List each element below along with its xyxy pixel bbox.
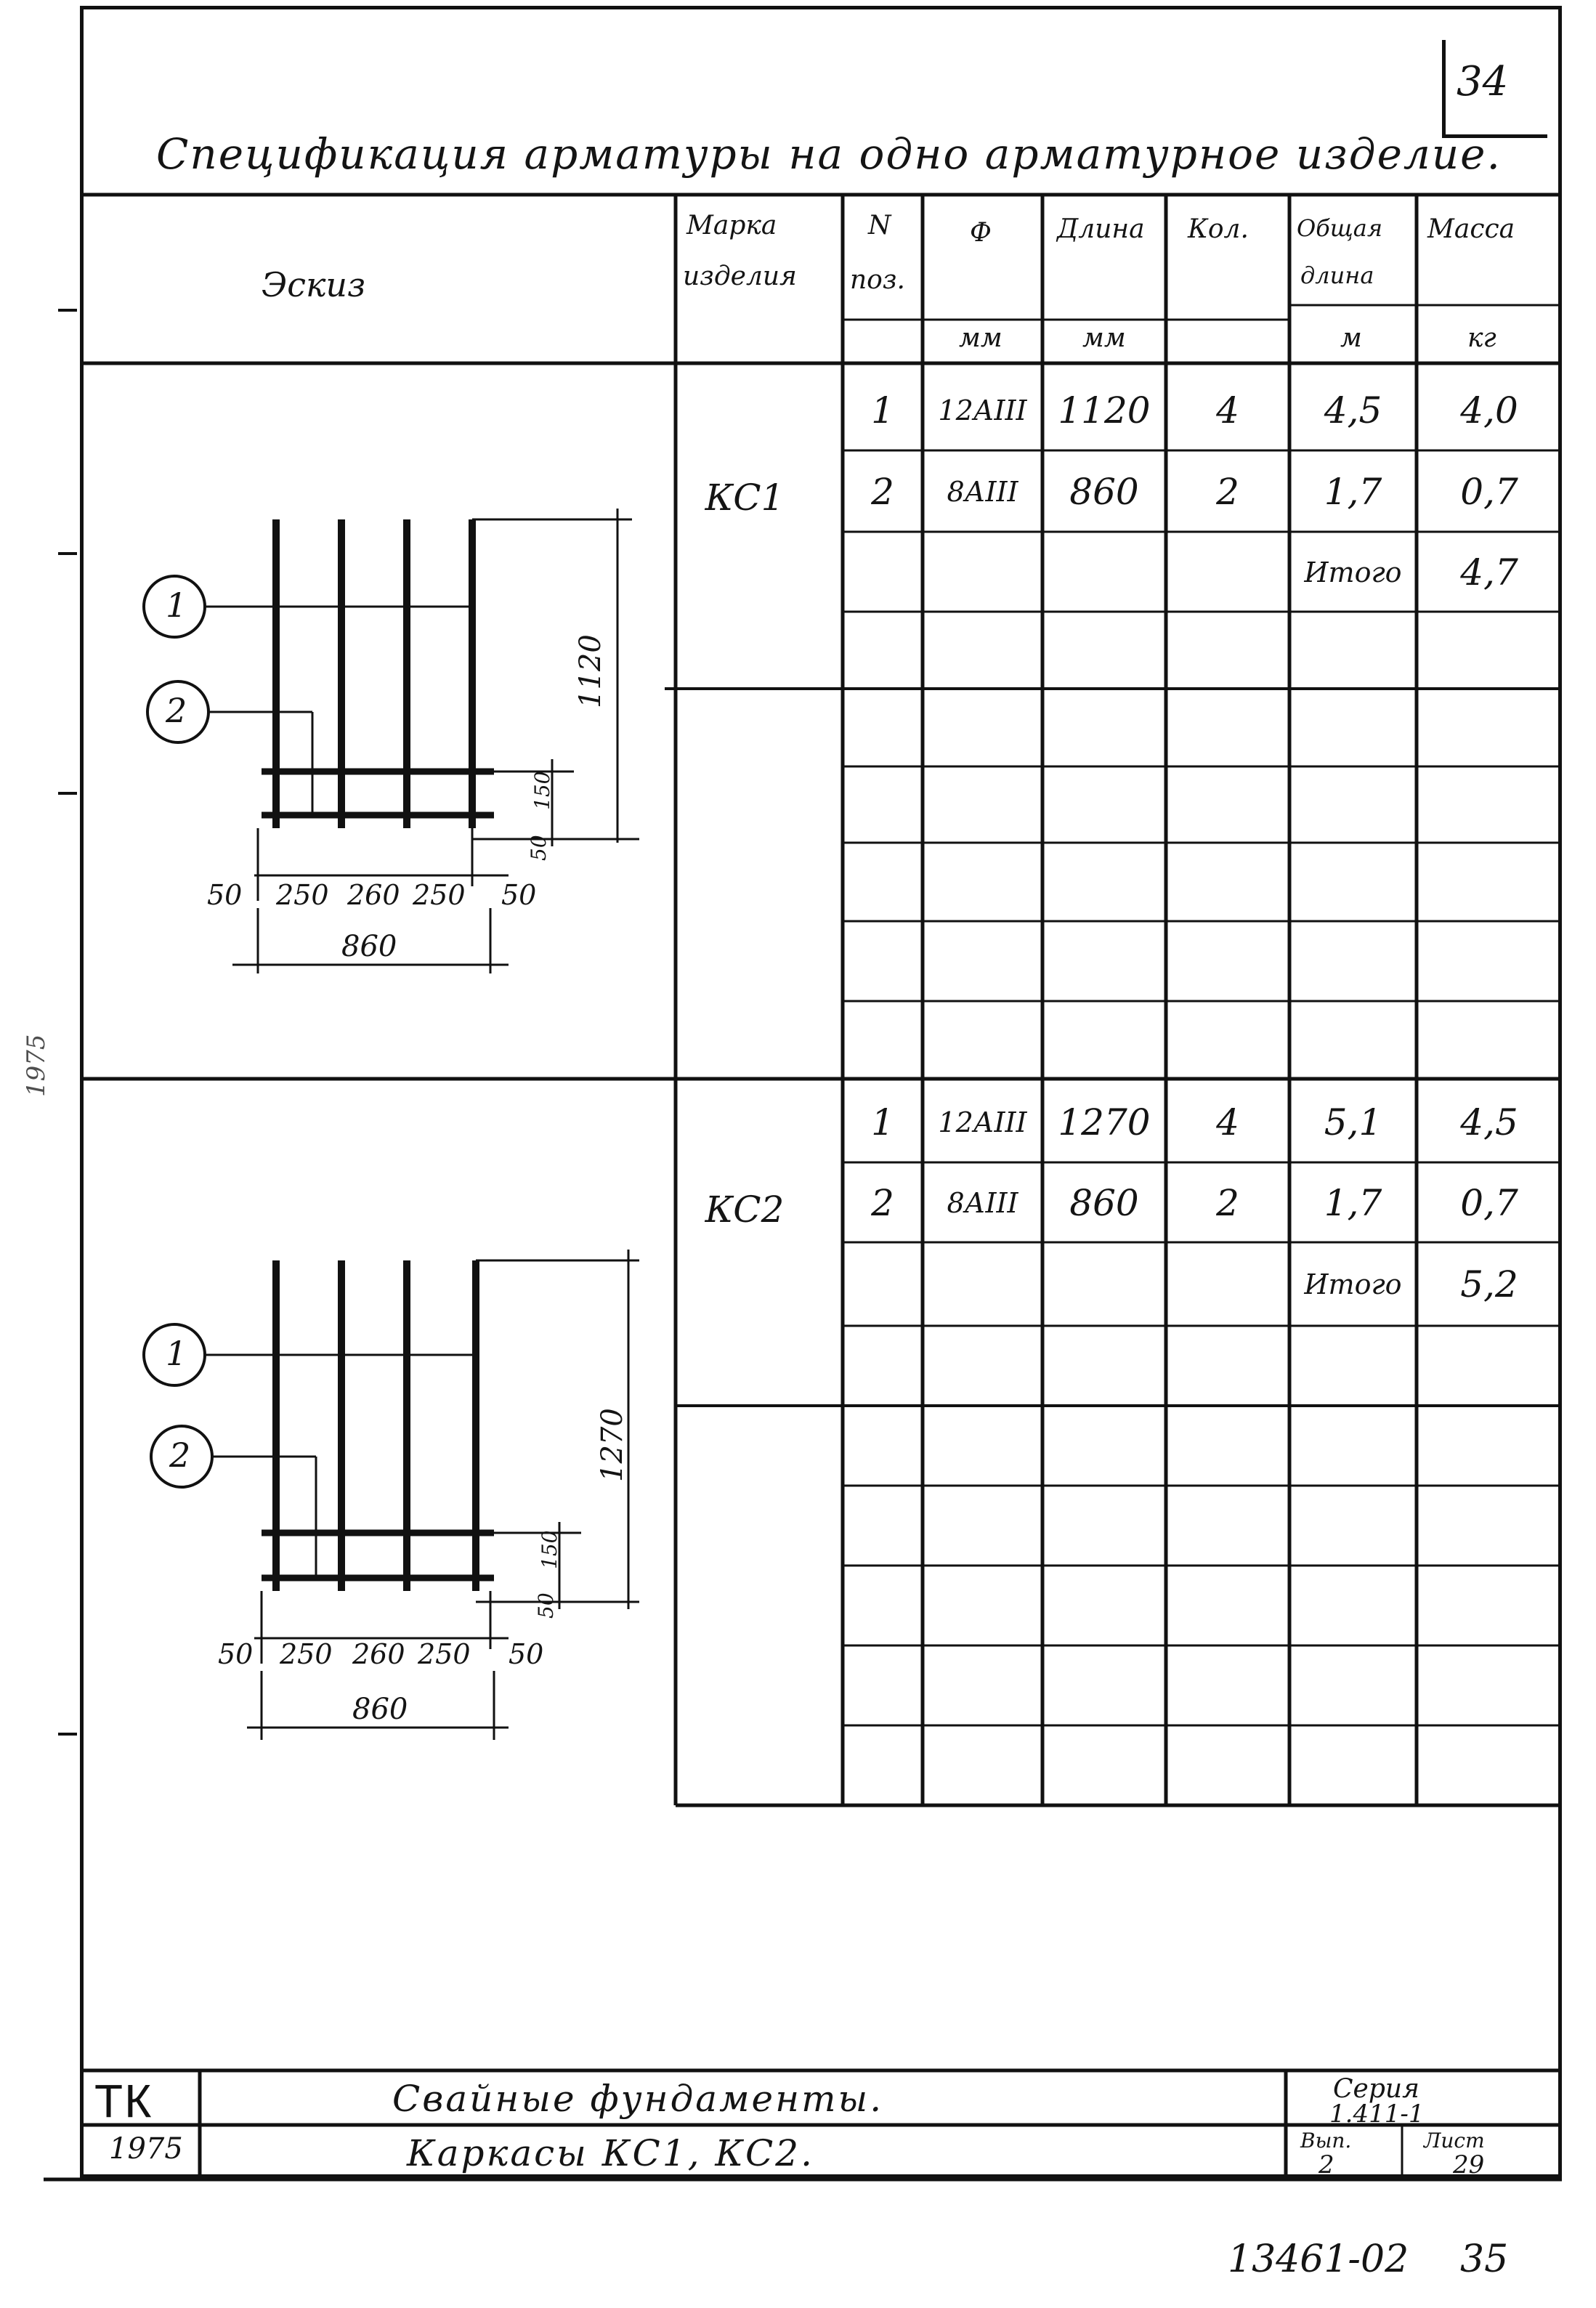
header-pos-1: N [868, 211, 891, 240]
row-total-length: 1,7 [1324, 471, 1382, 513]
row-pos: 1 [871, 1101, 894, 1143]
series-value: 1.411-1 [1329, 2100, 1425, 2129]
header-mark-2: изделия [683, 262, 797, 291]
row-diameter: 8АIII [947, 476, 1018, 508]
row-length: 1120 [1058, 389, 1151, 432]
dim-v1: 150 [530, 771, 554, 810]
header-pos-2: поз. [850, 265, 905, 295]
row-pos: 2 [871, 1182, 894, 1224]
header-diameter-unit: мм [959, 323, 1002, 353]
total-mass: 4,7 [1460, 551, 1518, 594]
header-total-2: длина [1300, 262, 1374, 289]
header-length-unit: мм [1082, 323, 1126, 353]
dim-height: 1120 [574, 634, 607, 708]
dim-d5: 50 [509, 1638, 544, 1670]
row-quantity: 4 [1216, 1101, 1239, 1143]
row-length: 860 [1069, 471, 1139, 513]
dim-d2: 250 [276, 879, 329, 911]
total-label: Итого [1304, 1268, 1402, 1300]
dim-d5: 50 [501, 879, 537, 911]
issue-label: Вып. [1300, 2129, 1352, 2153]
row-length: 1270 [1058, 1101, 1151, 1143]
header-total-unit: м [1340, 323, 1362, 353]
margin-tick [58, 309, 77, 312]
issue-value: 2 [1318, 2150, 1334, 2179]
dim-d1: 50 [207, 879, 243, 911]
dim-width: 860 [352, 1693, 408, 1726]
row-pos: 1 [871, 389, 894, 432]
row-total-length: 4,5 [1324, 389, 1382, 432]
sheet-number-box [1442, 40, 1547, 138]
row-mass: 0,7 [1460, 1182, 1518, 1224]
row-mass: 0,7 [1460, 471, 1518, 513]
cage-kc1-drawing [142, 509, 639, 973]
total-label: Итого [1304, 556, 1402, 588]
sheet-value: 29 [1453, 2150, 1485, 2179]
dim-d4: 250 [418, 1638, 471, 1670]
header-diameter: Ф [970, 218, 992, 248]
margin-tick [58, 1733, 77, 1736]
mark-kc2: КС2 [705, 1189, 785, 1231]
header-quantity: Кол. [1188, 214, 1249, 244]
cage-kc2-drawing [142, 1250, 639, 1740]
series-label: Серия [1333, 2074, 1419, 2104]
margin-tick [58, 552, 77, 555]
dim-d4: 250 [413, 879, 466, 911]
drawing-title-line2: Каркасы КС1, КС2. [407, 2132, 815, 2174]
dim-d1: 50 [218, 1638, 254, 1670]
dim-d2: 250 [280, 1638, 333, 1670]
row-total-length: 5,1 [1324, 1101, 1382, 1143]
callout-1: 1 [166, 586, 187, 625]
row-quantity: 4 [1216, 389, 1239, 432]
callout-1: 1 [166, 1334, 187, 1373]
header-mass-unit: кг [1467, 323, 1496, 353]
header-sketch: Эскиз [262, 265, 366, 304]
sheet-number: 34 [1457, 58, 1509, 105]
archive-code: 13461-02 [1228, 2238, 1409, 2281]
archive-page: 35 [1460, 2238, 1509, 2281]
margin-tick [58, 792, 77, 795]
callout-2: 2 [169, 1436, 191, 1475]
mark-kc1: КС1 [705, 477, 785, 519]
page-title: Спецификация арматуры на одно арматурное… [156, 129, 1502, 179]
dim-v2: 50 [527, 835, 551, 861]
dim-d3: 260 [347, 879, 400, 911]
drawing-title-line1: Свайные фундаменты. [392, 2078, 884, 2120]
org-code: ТК [94, 2075, 153, 2127]
total-mass: 5,2 [1460, 1263, 1518, 1305]
row-quantity: 2 [1216, 471, 1239, 513]
header-total-1: Общая [1297, 214, 1383, 242]
dim-width: 860 [341, 930, 397, 963]
callout-2: 2 [166, 691, 187, 730]
dim-height: 1270 [596, 1408, 629, 1482]
header-mass: Масса [1427, 214, 1515, 244]
drawing-frame [80, 6, 1562, 2178]
row-diameter: 12АIII [938, 394, 1027, 426]
dim-v2: 50 [534, 1592, 558, 1619]
dim-d3: 260 [352, 1638, 405, 1670]
sheet-label: Лист [1424, 2129, 1485, 2153]
row-pos: 2 [871, 471, 894, 513]
row-length: 860 [1069, 1182, 1139, 1224]
row-quantity: 2 [1216, 1182, 1239, 1224]
header-mark-1: Марка [686, 211, 777, 240]
row-total-length: 1,7 [1324, 1182, 1382, 1224]
row-diameter: 8АIII [947, 1187, 1018, 1219]
year: 1975 [109, 2132, 183, 2166]
row-mass: 4,5 [1460, 1101, 1518, 1143]
row-mass: 4,0 [1460, 389, 1518, 432]
row-diameter: 12АIII [938, 1106, 1027, 1138]
header-length: Длина [1057, 214, 1145, 244]
dim-v1: 150 [538, 1530, 562, 1569]
